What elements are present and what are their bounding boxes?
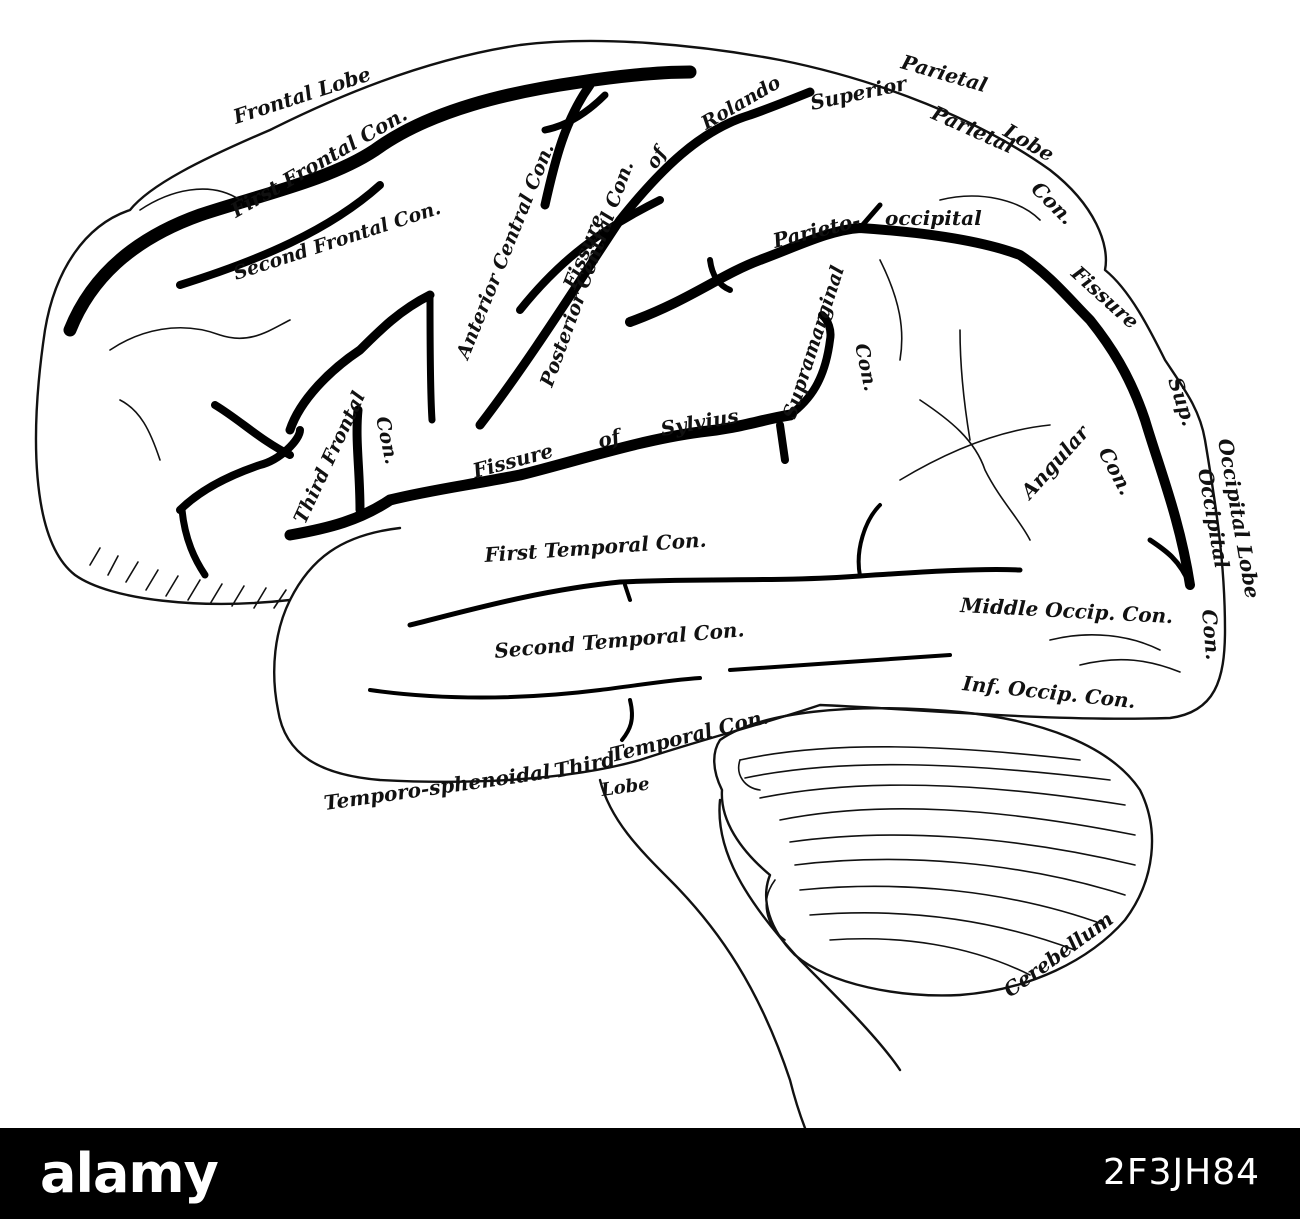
- second-frontal-sulcus: [176, 181, 384, 289]
- label-lobe: Lobe: [599, 773, 651, 801]
- first-temporal-sulcus: [407, 566, 1023, 628]
- label-cerebellum: Cerebellum: [999, 907, 1118, 1003]
- label-parietal-lobe-a: Parietal: [898, 49, 991, 97]
- frontal-base-hatch: [89, 547, 287, 609]
- fissures: [63, 65, 1195, 742]
- label-parieto: Parieto-: [769, 208, 862, 253]
- brainstem-front: [718, 798, 902, 1072]
- label-sup: Sup.: [1163, 374, 1201, 429]
- precentral-sulcus: [540, 80, 595, 210]
- second-temporal-sulcus: [368, 676, 702, 700]
- footer-bar: alamy 2F3JH84: [0, 1128, 1300, 1219]
- label-temporo-sphenoidal: Temporo-sphenoidal: [322, 759, 552, 815]
- first-frontal-sulcus: [63, 65, 697, 337]
- label-angular-con: Con.: [1094, 443, 1139, 499]
- label-third-frontal-con: Con.: [371, 414, 403, 466]
- label-supramarginal-con: Con.: [850, 341, 882, 393]
- postcentral-sulcus: [516, 196, 664, 314]
- label-third-temporal-a: Third: [552, 747, 617, 783]
- label-superior-parietal-b: Con.: [1026, 177, 1079, 230]
- label-inf-occip-con: Inf. Occip. Con.: [960, 671, 1136, 713]
- alamy-logo: alamy: [40, 1142, 219, 1205]
- label-second-temporal-con: Second Temporal Con.: [493, 617, 745, 663]
- label-supramarginal: Supramarginal: [779, 263, 849, 421]
- label-frontal-lobe: Frontal Lobe: [229, 62, 374, 129]
- cerebrum-outline: [34, 39, 1227, 784]
- fissure-of-sylvius: [284, 409, 796, 541]
- label-occipital: occipital: [885, 206, 982, 230]
- parieto-occipital-fissure: [625, 223, 1195, 590]
- cerebellum-folia: [738, 746, 1136, 976]
- cerebellum-outline: [713, 707, 1154, 997]
- image-id: 2F3JH84: [1102, 1152, 1260, 1193]
- third-frontal-branch: [352, 405, 365, 515]
- fissure-of-rolando: [475, 87, 815, 430]
- label-superior: Superior: [808, 71, 910, 115]
- label-middle-occip-con: Middle Occip. Con.: [959, 593, 1174, 628]
- label-second-frontal-con: Second Frontal Con.: [231, 197, 444, 285]
- temporal-inner-boundary: [288, 526, 402, 602]
- minor-sulci: [109, 188, 1181, 673]
- supramarginal-branch: [786, 311, 835, 419]
- label-occipital-con-b: Con.: [1197, 608, 1225, 661]
- label-angular: Angular: [1015, 420, 1095, 505]
- brain-diagram: Frontal Lobe First Frontal Con. Second F…: [34, 39, 1265, 1128]
- label-first-temporal-con: First Temporal Con.: [483, 528, 708, 568]
- brainstem-outline: [598, 778, 807, 1128]
